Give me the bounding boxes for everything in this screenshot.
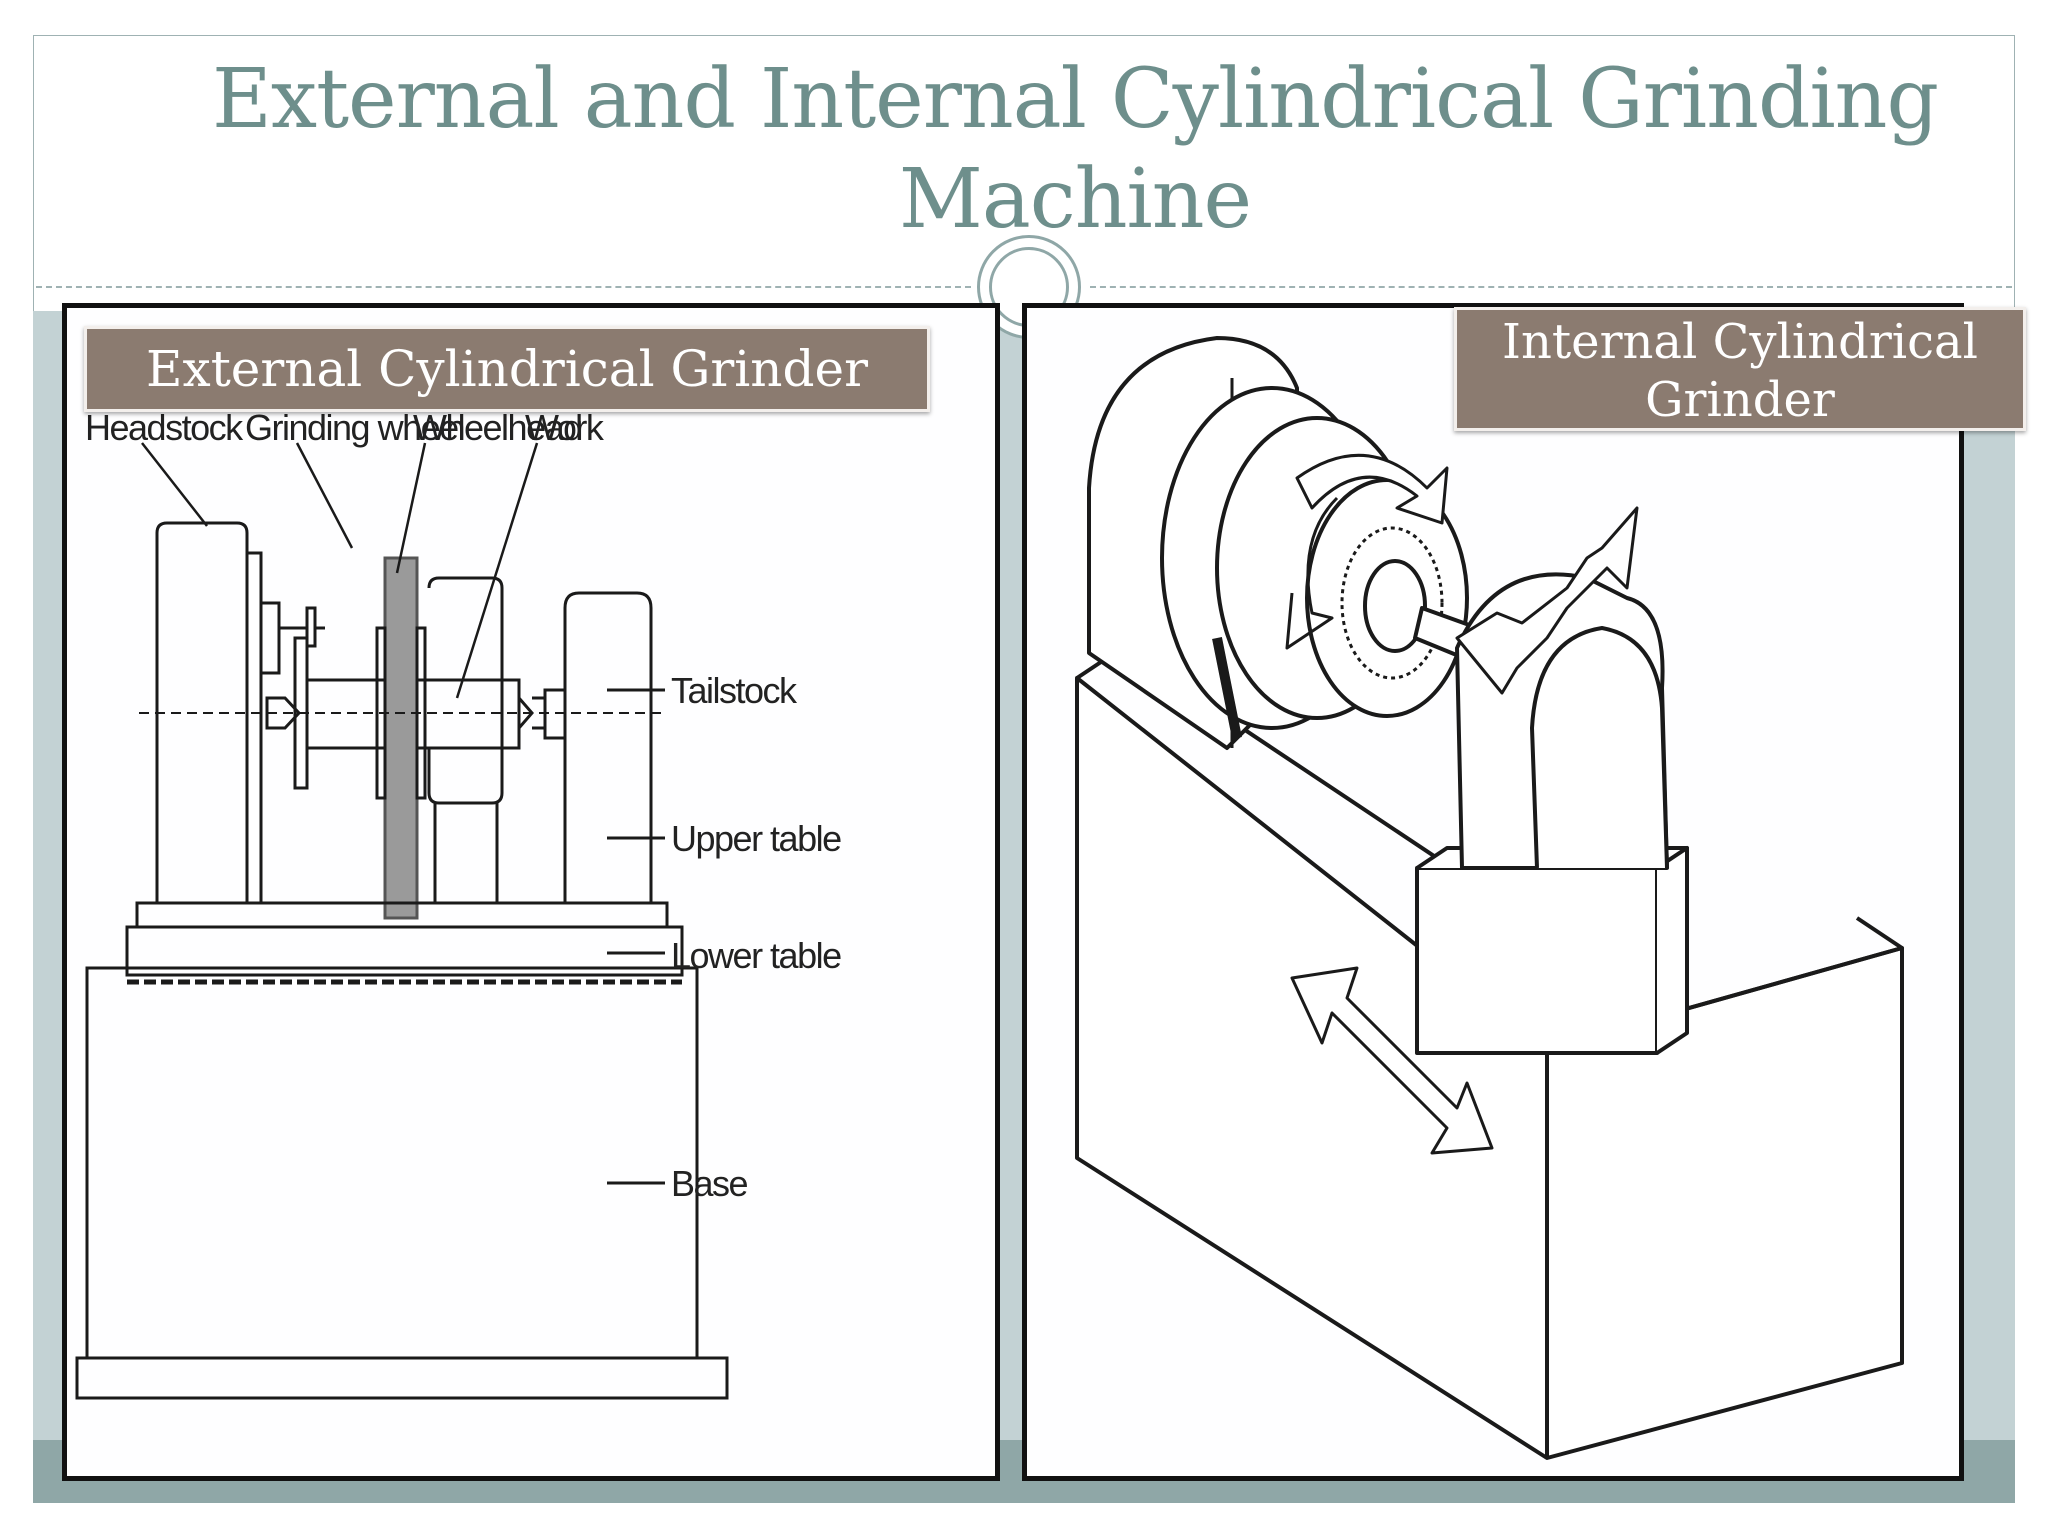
wheel-feed-arrow bbox=[1455, 506, 1639, 695]
caption-external-grinder: External Cylindrical Grinder bbox=[84, 326, 930, 412]
label-lower-table: Lower table bbox=[671, 935, 841, 976]
grinding-wheel bbox=[383, 556, 419, 920]
wheelhead-slide bbox=[1415, 866, 1659, 1055]
table-traverse-arrow bbox=[1290, 966, 1494, 1155]
label-work: Work bbox=[525, 407, 605, 448]
internal-grinder-diagram bbox=[1022, 303, 1964, 1481]
external-grinder-drawing: Headstock Grinding wheel Wheelhead Work … bbox=[75, 407, 843, 1400]
slide-title: External and Internal Cylindrical Grindi… bbox=[211, 52, 1939, 247]
caption-internal-grinder: Internal Cylindrical Grinder bbox=[1454, 307, 2026, 431]
internal-grinder-drawing bbox=[1075, 336, 1904, 1460]
lower-table bbox=[125, 925, 684, 977]
wheelhead-body bbox=[427, 576, 504, 763]
external-grinder-diagram: Headstock Grinding wheel Wheelhead Work … bbox=[62, 303, 1000, 1481]
title-divider-left bbox=[36, 286, 971, 288]
label-headstock: Headstock bbox=[85, 407, 244, 448]
label-tailstock: Tailstock bbox=[671, 670, 798, 711]
machine-base bbox=[85, 966, 699, 1360]
label-wheelhead: Wheelhead bbox=[413, 407, 582, 448]
label-upper-table: Upper table bbox=[671, 818, 841, 859]
headstock-plate bbox=[245, 551, 263, 905]
label-base: Base bbox=[671, 1163, 748, 1204]
tailstock-body bbox=[563, 591, 653, 905]
label-grinding-wheel: Grinding wheel bbox=[245, 407, 464, 448]
headstock-body bbox=[155, 521, 249, 905]
title-divider-right bbox=[1090, 286, 2012, 288]
